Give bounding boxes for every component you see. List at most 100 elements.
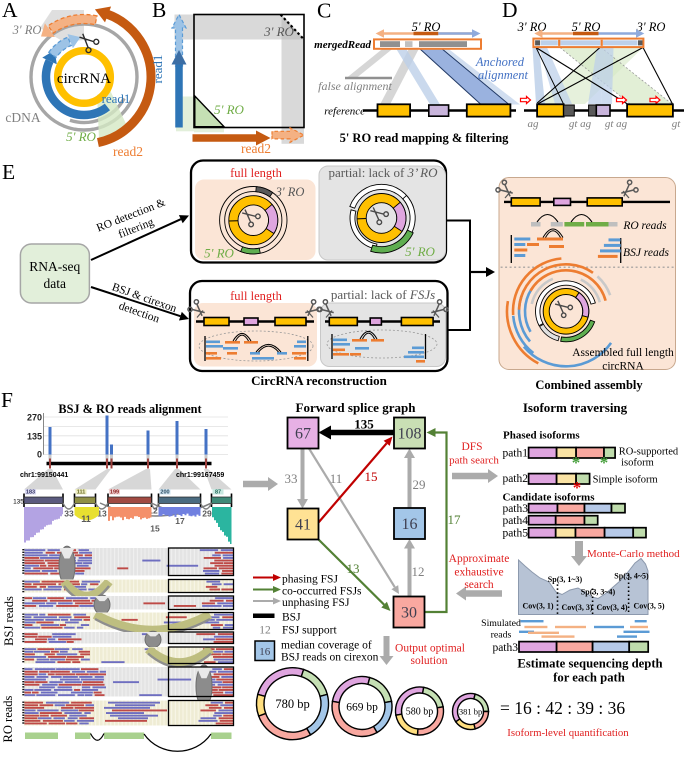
svg-text:search: search xyxy=(464,579,494,591)
svg-text:Candidate isoforms: Candidate isoforms xyxy=(503,491,596,503)
svg-text:exhaustive: exhaustive xyxy=(454,567,503,579)
svg-text:5' RO: 5' RO xyxy=(214,102,244,117)
svg-text:gt ag: gt ag xyxy=(605,118,628,130)
svg-text:Assembled full length: Assembled full length xyxy=(572,347,674,359)
svg-text:chr1:99167459: chr1:99167459 xyxy=(176,472,224,479)
svg-text:Isoform traversing: Isoform traversing xyxy=(523,400,628,415)
svg-text:199: 199 xyxy=(110,490,119,496)
svg-text:12: 12 xyxy=(148,506,158,516)
svg-text:Approximate: Approximate xyxy=(449,553,510,565)
svg-text:for each path: for each path xyxy=(553,671,625,685)
svg-text:D: D xyxy=(502,0,518,22)
svg-text:5' RO: 5' RO xyxy=(204,246,234,261)
svg-text:path1: path1 xyxy=(502,448,528,460)
svg-text:Estimate sequencing depth: Estimate sequencing depth xyxy=(517,657,662,671)
svg-text:11: 11 xyxy=(330,471,343,486)
svg-text:data: data xyxy=(44,276,67,291)
svg-text:full length: full length xyxy=(230,166,282,180)
svg-text:29: 29 xyxy=(413,477,426,492)
svg-text:RNA-seq: RNA-seq xyxy=(29,259,80,274)
svg-text:E: E xyxy=(2,160,15,184)
svg-text:Sp(3, 1~3): Sp(3, 1~3) xyxy=(548,575,583,584)
svg-text:co-occurred FSJs: co-occurred FSJs xyxy=(282,586,362,598)
svg-text:183: 183 xyxy=(26,490,35,496)
svg-text:16: 16 xyxy=(402,516,418,533)
svg-text:135: 135 xyxy=(13,499,24,506)
svg-text:circRNA: circRNA xyxy=(602,361,644,373)
svg-text:path5: path5 xyxy=(502,527,528,539)
svg-text:17: 17 xyxy=(175,516,185,526)
svg-text:3' RO: 3' RO xyxy=(636,20,666,34)
svg-text:3' RO: 3' RO xyxy=(12,23,42,37)
svg-text:path4: path4 xyxy=(502,515,528,527)
svg-text:5' RO: 5' RO xyxy=(572,20,601,34)
svg-text:17: 17 xyxy=(448,512,462,527)
svg-text:5' RO read mapping & filtering: 5' RO read mapping & filtering xyxy=(340,131,510,145)
svg-text:Sp(3, 3~4): Sp(3, 3~4) xyxy=(581,588,616,597)
svg-text:669 bp: 669 bp xyxy=(346,702,378,714)
svg-text:read1: read1 xyxy=(150,55,165,84)
svg-text:BSJ reads on cirexon: BSJ reads on cirexon xyxy=(281,652,379,664)
svg-text:Cov(3, 4): Cov(3, 4) xyxy=(596,603,627,612)
svg-text:path3: path3 xyxy=(492,642,518,654)
svg-text:CircRNA reconstruction: CircRNA reconstruction xyxy=(251,373,387,388)
svg-text:5' RO: 5' RO xyxy=(405,244,435,259)
svg-text:read2: read2 xyxy=(241,141,271,156)
svg-text:15: 15 xyxy=(150,524,160,534)
svg-text:read1: read1 xyxy=(102,91,131,106)
svg-text:gt: gt xyxy=(672,118,682,130)
svg-text:*: * xyxy=(600,453,609,472)
svg-text:33: 33 xyxy=(285,471,298,486)
svg-text:135: 135 xyxy=(354,417,374,432)
svg-text:*: * xyxy=(573,478,582,497)
svg-text:B: B xyxy=(152,0,166,22)
svg-text:12: 12 xyxy=(412,564,425,579)
svg-text:108: 108 xyxy=(398,426,422,443)
svg-text:isoform: isoform xyxy=(621,458,654,469)
svg-text:41: 41 xyxy=(295,517,311,534)
svg-text:chr1:99150441: chr1:99150441 xyxy=(20,472,68,479)
svg-text:Forward splice graph: Forward splice graph xyxy=(296,400,417,415)
svg-text:Output optimal: Output optimal xyxy=(395,643,465,655)
svg-text:33: 33 xyxy=(64,509,74,519)
svg-text:A: A xyxy=(2,0,18,22)
svg-text:BSJ reads: BSJ reads xyxy=(623,247,669,259)
svg-text:cDNA: cDNA xyxy=(5,110,40,125)
svg-text:5' RO: 5' RO xyxy=(66,129,96,144)
svg-text:87: 87 xyxy=(215,490,221,496)
svg-text:200: 200 xyxy=(160,490,169,496)
svg-text:11: 11 xyxy=(81,514,91,524)
svg-text:RO reads: RO reads xyxy=(1,695,15,742)
svg-text:path search: path search xyxy=(449,455,499,467)
svg-text:13: 13 xyxy=(347,561,360,576)
svg-text:3' RO: 3' RO xyxy=(263,24,294,39)
svg-text:0: 0 xyxy=(37,450,42,460)
svg-text:16: 16 xyxy=(259,646,271,658)
svg-text:median coverage of: median coverage of xyxy=(281,640,372,652)
svg-text:alignment: alignment xyxy=(478,68,529,82)
svg-text:partial: lack of 3’ RO: partial: lack of 3’ RO xyxy=(328,165,438,180)
svg-text:F: F xyxy=(1,388,13,412)
svg-text:gt ag: gt ag xyxy=(569,118,592,130)
svg-text:solution: solution xyxy=(410,655,447,667)
svg-text:381 bp: 381 bp xyxy=(459,706,482,716)
svg-text:BSJ: BSJ xyxy=(282,612,301,624)
svg-text:Cov(3, 3): Cov(3, 3) xyxy=(561,603,592,612)
svg-text:580 bp: 580 bp xyxy=(406,707,434,718)
svg-text:13: 13 xyxy=(97,509,107,519)
svg-text:RO-supported: RO-supported xyxy=(619,447,679,458)
svg-text:phasing FSJ: phasing FSJ xyxy=(282,574,338,586)
svg-text:C: C xyxy=(317,0,331,23)
svg-text:mergedRead: mergedRead xyxy=(314,39,371,51)
svg-text:135: 135 xyxy=(27,432,42,442)
svg-text:full length: full length xyxy=(230,289,282,303)
svg-text:Cov(3, 1): Cov(3, 1) xyxy=(522,602,553,611)
svg-text:false alignment: false alignment xyxy=(318,79,392,93)
svg-text:15: 15 xyxy=(365,469,378,484)
svg-text:3' RO: 3' RO xyxy=(517,20,547,34)
svg-text:path3: path3 xyxy=(502,503,528,515)
svg-text:Anchored: Anchored xyxy=(475,55,525,69)
svg-text:unphasing FSJ: unphasing FSJ xyxy=(282,597,350,609)
svg-text:Isoform-level quantification: Isoform-level quantification xyxy=(507,727,629,739)
svg-text:111: 111 xyxy=(77,490,86,496)
